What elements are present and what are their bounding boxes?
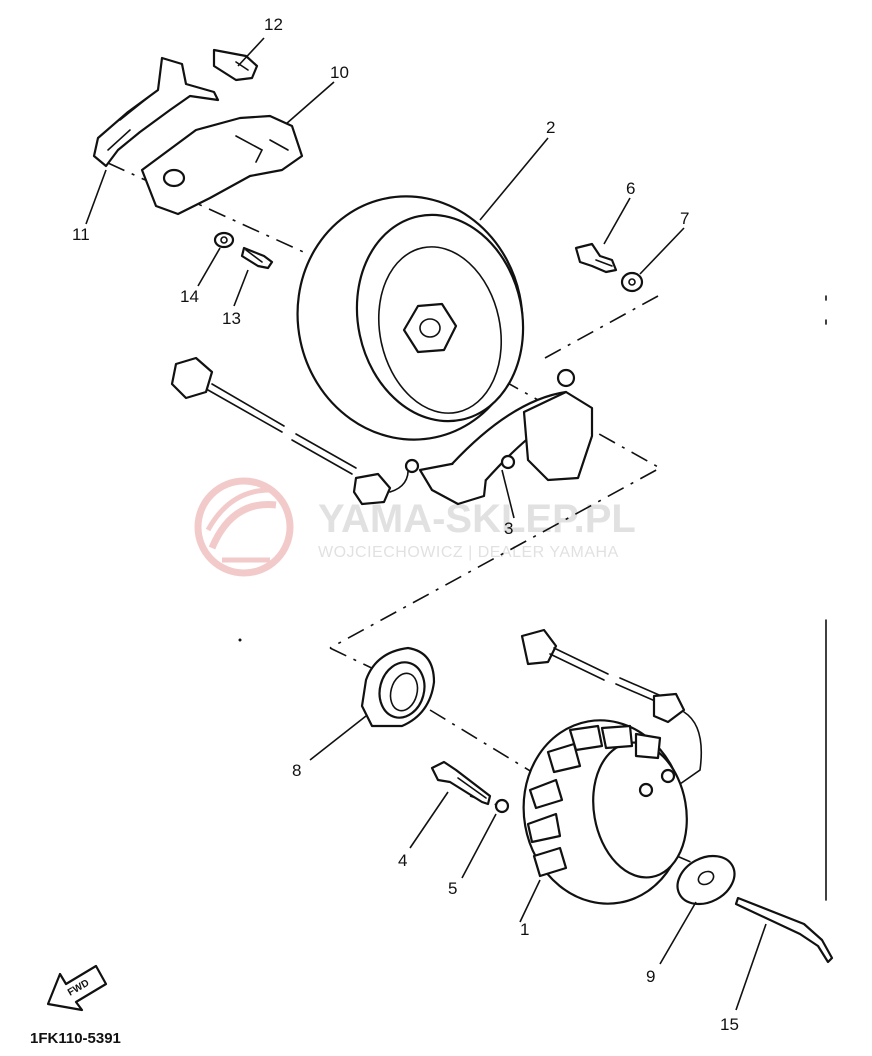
washer-part-9 <box>676 854 736 906</box>
cover-plate-part-10 <box>140 114 304 216</box>
callout-6: 6 <box>626 179 635 198</box>
callout-5: 5 <box>448 879 457 898</box>
leader-lines <box>85 37 767 1011</box>
callout-3: 3 <box>504 519 513 538</box>
watermark-title: YAMA-SKLEP.PL <box>318 497 636 541</box>
bracket-part-11 <box>92 56 220 168</box>
pickup-coil-part-3 <box>170 356 594 506</box>
washer-part-7 <box>620 271 644 293</box>
bolt-part-13 <box>240 246 274 270</box>
diagram-code: 1FK110-5391 <box>30 1030 121 1047</box>
forward-arrow-icon: FWD <box>46 964 108 1012</box>
screw-part-4 <box>430 760 492 806</box>
rotor-part-2 <box>296 195 525 441</box>
callout-7: 7 <box>680 209 689 228</box>
callout-15: 15 <box>720 1015 739 1034</box>
callout-12: 12 <box>264 15 283 34</box>
stator-part-1 <box>520 628 703 905</box>
watermark: YAMA-SKLEP.PL WOJCIECHOWICZ | DEALER YAM… <box>194 477 636 577</box>
washer-part-14 <box>213 231 235 249</box>
watermark-subtitle: WOJCIECHOWICZ | DEALER YAMAHA <box>318 544 619 561</box>
grommet-holder-part-8 <box>360 646 436 728</box>
callout-labels: 1 2 3 4 5 6 7 8 9 10 11 12 13 14 15 <box>72 15 739 1034</box>
callout-13: 13 <box>222 309 241 328</box>
scan-marks <box>238 295 827 901</box>
callout-14: 14 <box>180 287 199 306</box>
callout-10: 10 <box>330 63 349 82</box>
watermark-logo-icon <box>194 477 294 577</box>
callout-11: 11 <box>72 225 90 244</box>
callout-2: 2 <box>546 118 555 137</box>
bolt-part-6 <box>574 242 618 274</box>
callout-1: 1 <box>520 920 529 939</box>
connector-cap-part-12 <box>212 48 259 82</box>
washer-part-5 <box>494 798 510 814</box>
callout-4: 4 <box>398 851 407 870</box>
pin-part-15 <box>734 896 834 964</box>
callout-8: 8 <box>292 761 301 780</box>
callout-9: 9 <box>646 967 655 986</box>
